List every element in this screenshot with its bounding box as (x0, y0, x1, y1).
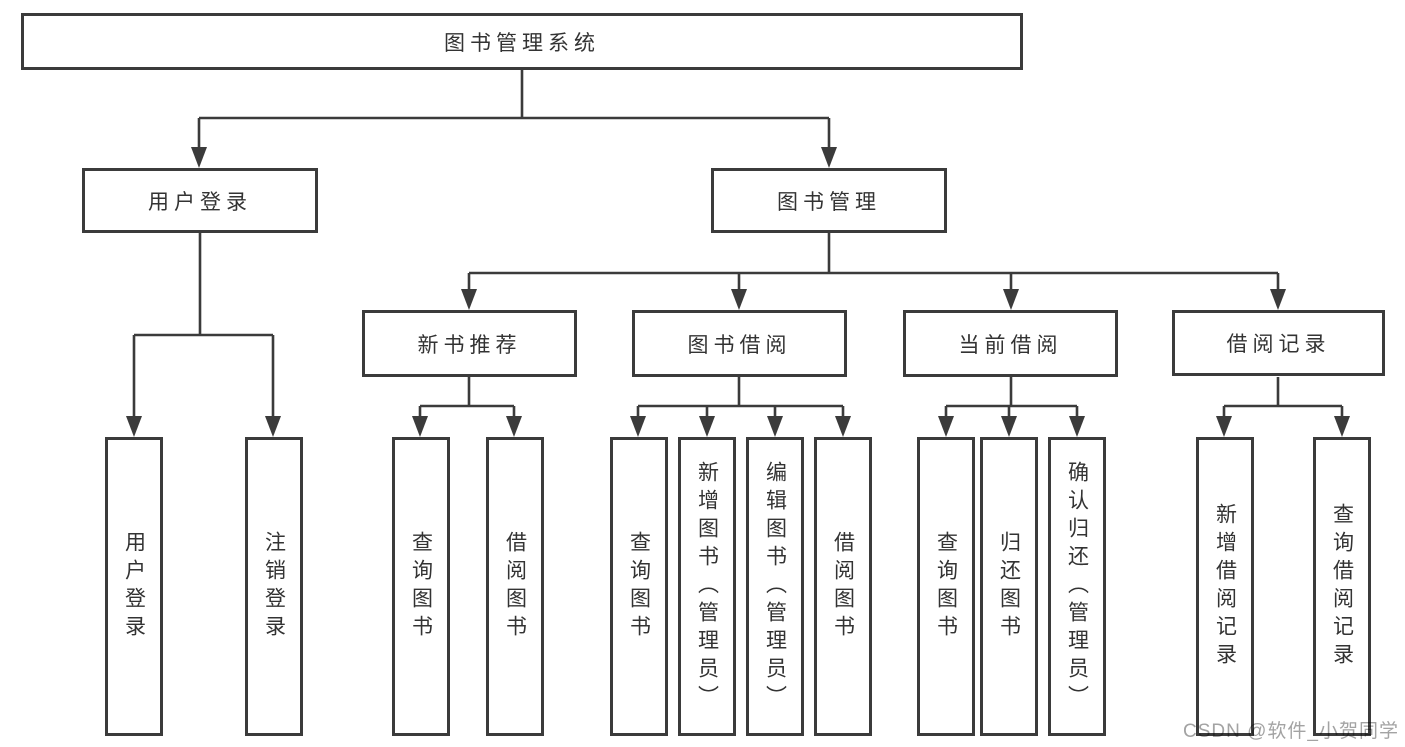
leaf-logout-label: 注销登录 (262, 530, 286, 643)
leaf-newbook-query-books-label: 查询图书 (409, 530, 433, 643)
leaf-current-confirm-return-admin-label: 确认归还（管理员） (1065, 460, 1089, 713)
arrowheads (126, 147, 1350, 437)
leaf-current-return-books: 归还图书 (980, 437, 1038, 736)
leaf-borrow-add-books-admin-label: 新增图书（管理员） (695, 460, 719, 713)
tree-edges (132, 70, 1344, 418)
leaf-borrow-query-books: 查询图书 (610, 437, 668, 736)
node-root-label: 图书管理系统 (444, 31, 600, 55)
node-book-borrow: 图书借阅 (632, 310, 847, 377)
leaf-current-confirm-return-admin: 确认归还（管理员） (1048, 437, 1106, 736)
leaf-record-add-record-label: 新增借阅记录 (1213, 502, 1237, 671)
leaf-borrow-borrow-books-label: 借阅图书 (831, 530, 855, 643)
leaf-record-query-record-label: 查询借阅记录 (1330, 502, 1354, 671)
leaf-borrow-add-books-admin: 新增图书（管理员） (678, 437, 736, 736)
leaf-user-login: 用户登录 (105, 437, 163, 736)
leaf-current-query-books: 查询图书 (917, 437, 975, 736)
leaf-borrow-query-books-label: 查询图书 (627, 530, 651, 643)
node-new-book-recommend-label: 新书推荐 (417, 333, 522, 357)
node-book-borrow-label: 图书借阅 (687, 333, 792, 357)
leaf-newbook-borrow-books-label: 借阅图书 (503, 530, 527, 643)
node-user-login-label: 用户登录 (148, 190, 252, 214)
leaf-borrow-edit-books-admin-label: 编辑图书（管理员） (763, 460, 787, 713)
node-user-login: 用户登录 (82, 168, 318, 233)
node-borrow-record: 借阅记录 (1172, 310, 1385, 376)
leaf-borrow-edit-books-admin: 编辑图书（管理员） (746, 437, 804, 736)
node-new-book-recommend: 新书推荐 (362, 310, 577, 377)
leaf-logout: 注销登录 (245, 437, 303, 736)
leaf-current-return-books-label: 归还图书 (997, 530, 1021, 643)
leaf-user-login-label: 用户登录 (122, 530, 146, 643)
leaf-borrow-borrow-books: 借阅图书 (814, 437, 872, 736)
node-current-borrow-label: 当前借阅 (958, 333, 1063, 357)
node-root: 图书管理系统 (21, 13, 1023, 70)
node-book-management: 图书管理 (711, 168, 947, 233)
leaf-newbook-borrow-books: 借阅图书 (486, 437, 544, 736)
node-book-management-label: 图书管理 (777, 190, 881, 214)
leaf-record-add-record: 新增借阅记录 (1196, 437, 1254, 736)
csdn-watermark: CSDN @软件_小贺同学 (1183, 721, 1399, 742)
node-current-borrow: 当前借阅 (903, 310, 1118, 377)
leaf-current-query-books-label: 查询图书 (934, 530, 958, 643)
leaf-newbook-query-books: 查询图书 (392, 437, 450, 736)
leaf-record-query-record: 查询借阅记录 (1313, 437, 1371, 736)
node-borrow-record-label: 借阅记录 (1226, 333, 1331, 356)
